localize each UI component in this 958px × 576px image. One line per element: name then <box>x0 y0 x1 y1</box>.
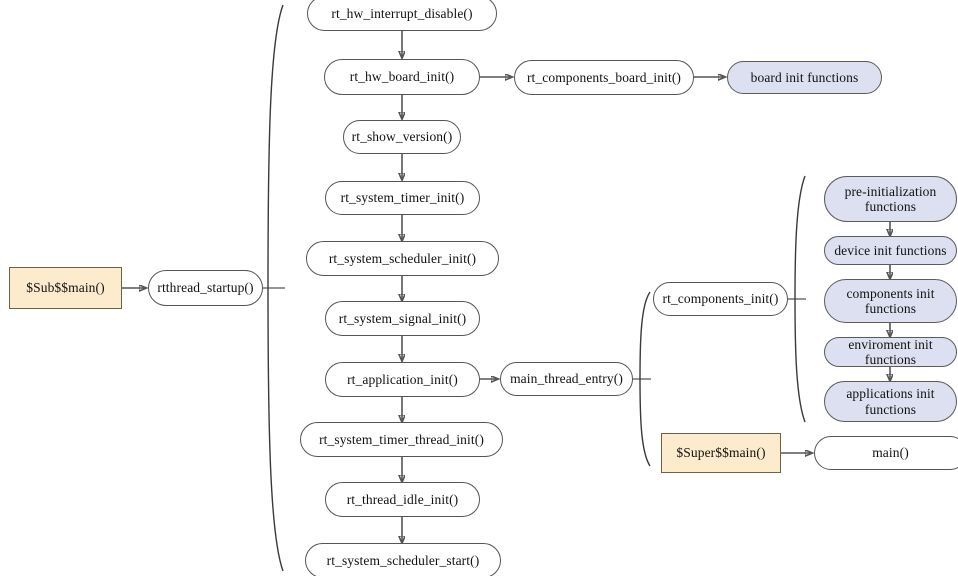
init-function-label: applications init functions <box>846 386 935 417</box>
rtthread-startup-label: rtthread_startup() <box>157 280 254 296</box>
step-rt-thread-idle-init[interactable]: rt_thread_idle_init() <box>325 482 480 517</box>
rt-components-init-label: rt_components_init() <box>662 291 779 307</box>
step-label: rt_system_scheduler_start() <box>326 552 480 568</box>
sub-main-label: $Sub$$main() <box>26 280 105 296</box>
device-init-functions-box[interactable]: device init functions <box>824 236 957 265</box>
main-box[interactable]: main() <box>814 436 958 470</box>
brace-main-thread-entry <box>639 291 651 467</box>
board-init-functions-label: board init functions <box>750 69 859 85</box>
step-rt-system-scheduler-init[interactable]: rt_system_scheduler_init() <box>306 241 499 276</box>
step-label: rt_show_version() <box>351 129 453 145</box>
applications-init-functions-box[interactable]: applications init functions <box>824 381 957 422</box>
main-label: main() <box>872 445 909 461</box>
main-thread-entry-box[interactable]: main_thread_entry() <box>500 362 633 396</box>
brace-startup-column <box>267 4 284 572</box>
init-function-label: components init functions <box>846 285 935 316</box>
rt-components-init-box[interactable]: rt_components_init() <box>653 282 788 316</box>
board-init-functions-box[interactable]: board init functions <box>727 61 882 94</box>
main-thread-entry-label: main_thread_entry() <box>510 371 623 387</box>
step-rt-system-timer-init[interactable]: rt_system_timer_init() <box>325 181 480 215</box>
step-label: rt_system_timer_init() <box>340 190 465 206</box>
step-rt-system-signal-init[interactable]: rt_system_signal_init() <box>325 301 480 336</box>
pre-initialization-functions-box[interactable]: pre-initialization functions <box>824 176 957 222</box>
step-label: rt_hw_interrupt_disable() <box>331 5 473 21</box>
step-label: rt_system_timer_thread_init() <box>319 431 484 447</box>
super-main-box[interactable]: $Super$$main() <box>661 433 781 473</box>
init-function-label: pre-initialization functions <box>844 183 937 214</box>
init-function-label: enviroment init functions <box>848 336 933 367</box>
enviroment-init-functions-box[interactable]: enviroment init functions <box>824 337 957 367</box>
rt-components-board-init-box[interactable]: rt_components_board_init() <box>514 60 694 95</box>
sub-main-box[interactable]: $Sub$$main() <box>9 267 122 309</box>
step-label: rt_thread_idle_init() <box>346 491 459 507</box>
step-rt-hw-board-init[interactable]: rt_hw_board_init() <box>324 59 480 95</box>
step-label: rt_system_signal_init() <box>338 310 467 326</box>
brace-init-functions <box>794 175 806 423</box>
step-rt-application-init[interactable]: rt_application_init() <box>325 362 480 397</box>
step-label: rt_hw_board_init() <box>349 69 455 85</box>
rtthread-startup-box[interactable]: rtthread_startup() <box>148 270 263 306</box>
super-main-label: $Super$$main() <box>676 445 766 461</box>
step-label: rt_application_init() <box>347 371 458 387</box>
step-rt-system-scheduler-start[interactable]: rt_system_scheduler_start() <box>305 543 501 576</box>
step-rt-system-timer-thread-init[interactable]: rt_system_timer_thread_init() <box>300 422 503 457</box>
components-init-functions-box[interactable]: components init functions <box>824 279 957 323</box>
init-function-label: device init functions <box>834 242 947 258</box>
step-rt-hw-interrupt-disable[interactable]: rt_hw_interrupt_disable() <box>307 0 497 31</box>
step-rt-show-version[interactable]: rt_show_version() <box>343 120 461 154</box>
rt-components-board-init-label: rt_components_board_init() <box>526 69 682 85</box>
step-label: rt_system_scheduler_init() <box>328 250 477 266</box>
